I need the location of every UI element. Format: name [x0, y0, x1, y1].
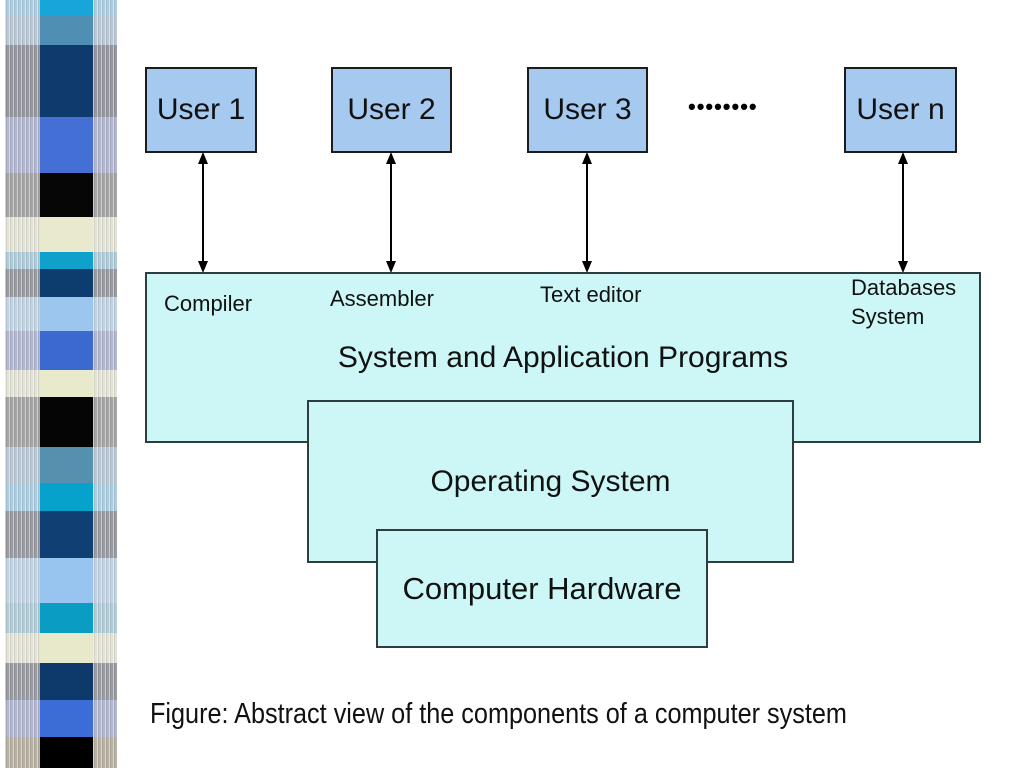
- sidebar-band-segment: [93, 16, 117, 45]
- decorative-sidebar: [5, 0, 117, 768]
- sidebar-band-segment: [40, 663, 93, 700]
- user2-double-arrow-icon: [383, 152, 399, 273]
- sidebar-band-segment: [93, 117, 117, 173]
- sidebar-band-segment: [93, 483, 117, 511]
- sidebar-band-segment: [40, 217, 93, 252]
- sidebar-band-segment: [40, 0, 93, 16]
- user2-box: User 2: [331, 67, 452, 153]
- sidebar-band-segment: [40, 633, 93, 663]
- system-programs-title: System and Application Programs: [337, 341, 789, 374]
- sidebar-band-segment: [5, 117, 40, 173]
- ellipsis-dots: ••••••••: [688, 94, 758, 119]
- sidebar-band-segment: [5, 397, 40, 447]
- user-n-box: User n: [844, 67, 957, 153]
- sidebar-band-segment: [5, 447, 40, 483]
- sidebar-band-segment: [93, 603, 117, 633]
- sidebar-band-segment: [40, 370, 93, 397]
- sidebar-band-segment: [93, 0, 117, 16]
- sidebar-band-segment: [5, 700, 40, 737]
- sidebar-band-segment: [93, 511, 117, 558]
- sidebar-band-segment: [40, 447, 93, 483]
- sidebar-band-segment: [5, 173, 40, 217]
- sidebar-band-segment: [40, 45, 93, 117]
- user1-double-arrow-icon: [195, 152, 211, 273]
- sidebar-band-segment: [93, 252, 117, 269]
- sidebar-band-segment: [5, 663, 40, 700]
- sidebar-band-segment: [93, 217, 117, 252]
- sidebar-band-segment: [5, 737, 40, 768]
- user1-label: User 1: [156, 93, 246, 126]
- sidebar-band-segment: [5, 217, 40, 252]
- sidebar-band-segment: [5, 558, 40, 603]
- sidebar-band-segment: [40, 483, 93, 511]
- sidebar-band-segment: [40, 603, 93, 633]
- sidebar-band-segment: [93, 447, 117, 483]
- sidebar-band-segment: [40, 16, 93, 45]
- sidebar-band-segment: [5, 633, 40, 663]
- sidebar-band-segment: [93, 331, 117, 370]
- sidebar-band-segment: [5, 297, 40, 331]
- sidebar-band-segment: [5, 483, 40, 511]
- sidebar-band-segment: [93, 737, 117, 768]
- sidebar-band-segment: [40, 331, 93, 370]
- user1-box: User 1: [145, 67, 257, 153]
- sidebar-band-segment: [40, 737, 93, 768]
- sidebar-band-segment: [40, 269, 93, 297]
- sidebar-band-segment: [40, 511, 93, 558]
- sidebar-band-segment: [5, 45, 40, 117]
- assembler-label: Assembler: [330, 286, 434, 311]
- user2-label: User 2: [347, 93, 436, 126]
- sidebar-band-segment: [93, 269, 117, 297]
- sidebar-band-segment: [40, 700, 93, 737]
- sidebar-band-segment: [93, 173, 117, 217]
- sidebar-band-segment: [93, 297, 117, 331]
- sidebar-band-segment: [5, 252, 40, 269]
- sidebar-band-segment: [40, 297, 93, 331]
- computer-hardware-label: Computer Hardware: [402, 570, 682, 606]
- sidebar-band-segment: [93, 663, 117, 700]
- sidebar-band-segment: [5, 269, 40, 297]
- user-n-label: User n: [856, 93, 945, 126]
- sidebar-band-segment: [40, 173, 93, 217]
- sidebar-band-segment: [5, 370, 40, 397]
- user3-box: User 3: [527, 67, 648, 153]
- text-editor-label: Text editor: [540, 282, 642, 307]
- sidebar-band-segment: [40, 397, 93, 447]
- sidebar-band-segment: [93, 370, 117, 397]
- sidebar-band-segment: [5, 331, 40, 370]
- user3-label: User 3: [543, 93, 632, 126]
- sidebar-band-segment: [40, 252, 93, 269]
- databases-system-label: Databases System: [851, 275, 957, 329]
- sidebar-band-segment: [93, 45, 117, 117]
- user-n-double-arrow-icon: [895, 152, 911, 273]
- sidebar-band-segment: [5, 16, 40, 45]
- sidebar-band-segment: [93, 633, 117, 663]
- computer-hardware-box: Computer Hardware: [376, 529, 708, 648]
- figure-caption: Figure: Abstract view of the components …: [150, 698, 847, 730]
- sidebar-band-segment: [93, 700, 117, 737]
- sidebar-band-segment: [40, 117, 93, 173]
- operating-system-label: Operating System: [430, 464, 671, 498]
- sidebar-band-segment: [5, 511, 40, 558]
- sidebar-band-segment: [93, 397, 117, 447]
- sidebar-band-segment: [93, 558, 117, 603]
- user3-double-arrow-icon: [579, 152, 595, 273]
- sidebar-band-segment: [5, 0, 40, 16]
- sidebar-band-segment: [5, 603, 40, 633]
- sidebar-band-segment: [40, 558, 93, 603]
- compiler-label: Compiler: [164, 291, 253, 316]
